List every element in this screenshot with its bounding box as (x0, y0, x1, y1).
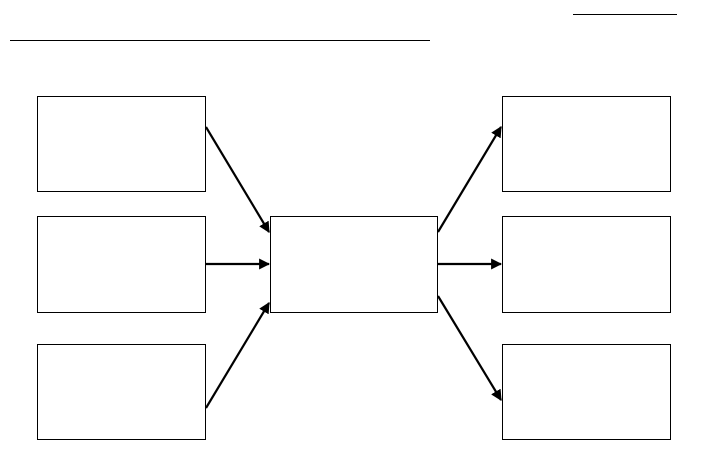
input-box-3-text (44, 351, 199, 433)
input-box-2 (37, 216, 206, 313)
output-box-1-text (509, 103, 664, 185)
output-box-3-text (509, 351, 664, 433)
arrow-center-to-output-1 (437, 126, 502, 233)
input-box-1 (37, 96, 206, 192)
header-blank-line-right (573, 14, 677, 15)
arrow-input-3-to-center (205, 302, 270, 409)
center-box (270, 216, 438, 313)
input-box-2-text (44, 223, 199, 306)
input-box-3 (37, 344, 206, 440)
output-box-1 (502, 96, 671, 192)
output-box-3 (502, 344, 671, 440)
input-box-1-text (44, 103, 199, 185)
arrow-input-1-to-center (205, 126, 270, 233)
center-box-text (277, 223, 431, 306)
header-blank-line-main (10, 40, 430, 41)
output-box-2 (502, 216, 671, 313)
arrow-center-to-output-3 (437, 295, 502, 401)
output-box-2-text (509, 223, 664, 306)
